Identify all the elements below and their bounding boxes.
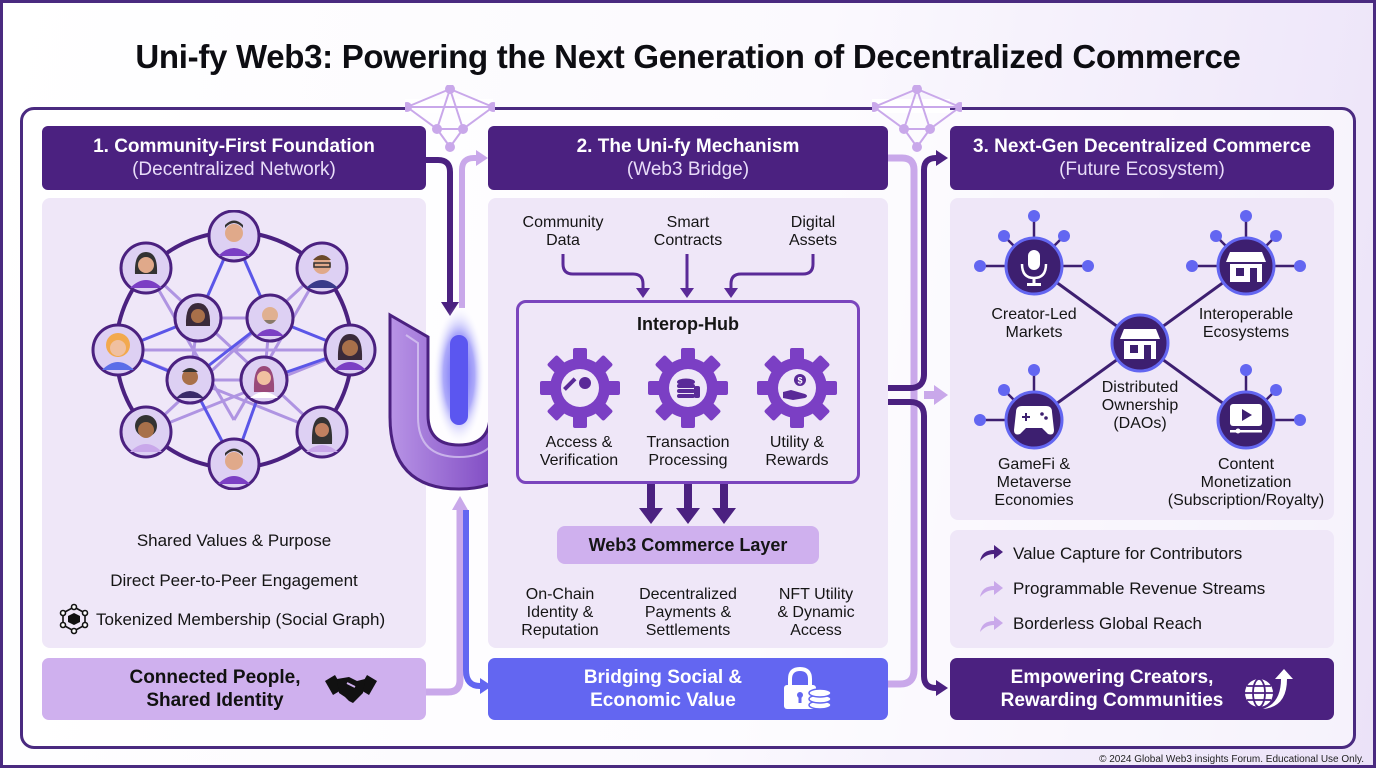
summary-line: Rewarding Communities (1000, 690, 1224, 711)
hub-gear-label: Access &Verification (539, 434, 619, 469)
handshake-icon (324, 675, 377, 703)
interop-hub-box (516, 300, 860, 484)
coins-gear-icon (648, 348, 728, 428)
ecosystem-network-diagram (974, 210, 1306, 450)
benefits-panel (950, 530, 1334, 648)
video-play-icon (1230, 404, 1262, 434)
page-title: Uni-fy Web3: Powering the Next Generatio… (135, 38, 1241, 75)
section3-subheading: (Future Ecosystem) (1059, 159, 1225, 180)
person-avatar-icon (91, 210, 377, 490)
token-network-icon (59, 603, 89, 635)
lock-coins-icon (784, 667, 832, 710)
section1-heading: 1. Community-First Foundation (93, 136, 375, 157)
section2-subheading: (Web3 Bridge) (626, 159, 750, 180)
community-network-diagram (91, 210, 377, 490)
input-arrows (561, 254, 815, 298)
benefit-item: Value Capture for Contributors (1013, 544, 1243, 563)
copyright: © 2024 Global Web3 insights Forum. Educa… (1099, 754, 1364, 765)
section1-panel (42, 198, 426, 648)
network-node-icon (405, 85, 495, 152)
key-gear-icon (540, 348, 620, 428)
section2-summary: Bridging Social & Economic Value (488, 658, 888, 720)
summary-line: Connected People, (129, 667, 301, 688)
svg-text:$: $ (797, 376, 802, 386)
gamepad-icon (1014, 406, 1054, 435)
benefit-item: Borderless Global Reach (1013, 614, 1202, 633)
summary-line: Empowering Creators, (1010, 667, 1214, 688)
hub-title: Interop-Hub (637, 314, 739, 334)
section3-header: 3. Next-Gen Decentralized Commerce (Futu… (950, 126, 1334, 190)
section1-item: Shared Values & Purpose (136, 531, 332, 550)
down-arrows (639, 484, 736, 524)
section1-header: 1. Community-First Foundation (Decentral… (42, 126, 426, 190)
storefront-icon (1120, 329, 1160, 359)
hub-gear-label: Utility &Rewards (765, 434, 829, 469)
section1-item: Direct Peer-to-Peer Engagement (110, 571, 358, 590)
arrow-right-curve-icon (980, 581, 1003, 597)
section1-item: Tokenized Membership (Social Graph) (96, 610, 386, 629)
microphone-icon (1020, 250, 1048, 286)
commerce-layer-label: Web3 Commerce Layer (588, 535, 788, 555)
flow-connector (426, 150, 492, 696)
storefront-icon (1226, 252, 1266, 282)
rewards-gear-icon: $ (757, 348, 837, 428)
section3-summary: Empowering Creators, Rewarding Communiti… (950, 658, 1334, 720)
summary-line: Bridging Social & (583, 667, 743, 688)
arrow-right-curve-icon (980, 545, 1003, 561)
arrow-right-curve-icon (980, 616, 1003, 632)
section2-heading: 2. The Uni-fy Mechanism (576, 136, 800, 157)
network-node-icon (872, 85, 962, 152)
flow-connector (888, 150, 948, 696)
section1-subheading: (Decentralized Network) (132, 159, 336, 180)
summary-line: Economic Value (590, 690, 736, 711)
summary-line: Shared Identity (146, 690, 284, 711)
section2-header: 2. The Uni-fy Mechanism (Web3 Bridge) (488, 126, 888, 190)
globe-growth-icon (1245, 669, 1294, 709)
section1-summary: Connected People, Shared Identity (42, 658, 426, 720)
commerce-layer-box (557, 526, 819, 564)
benefit-item: Programmable Revenue Streams (1013, 579, 1266, 598)
section3-heading: 3. Next-Gen Decentralized Commerce (973, 136, 1311, 157)
